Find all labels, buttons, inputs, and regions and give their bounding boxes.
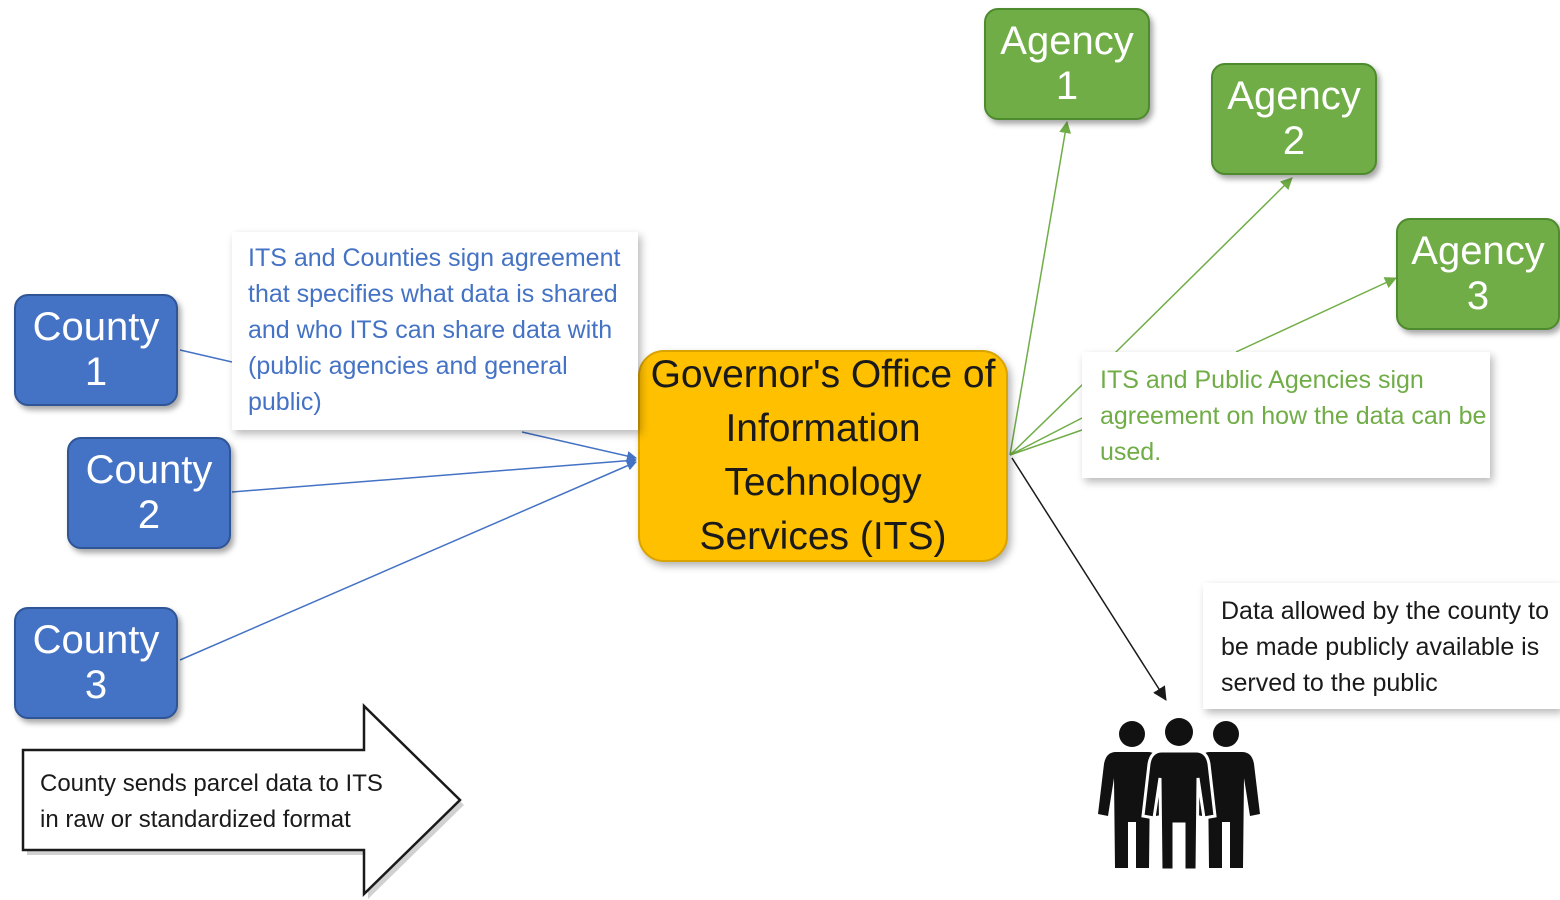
county-3-number: 3 <box>84 663 108 707</box>
its-line-2: Information <box>725 407 921 451</box>
agency-agreement-note: ITS and Public Agencies sign agreement o… <box>1082 352 1490 478</box>
county-3-label: County <box>32 618 160 663</box>
agency-1-number: 1 <box>1055 64 1079 108</box>
county-1-box: County 1 <box>14 294 178 406</box>
agency-agreement-line-1: ITS and Public Agencies sign <box>1100 366 1424 394</box>
county-agreement-line-3: and who ITS can share data with <box>248 316 613 344</box>
agency-2-number: 2 <box>1282 119 1306 163</box>
connector-its-to-agency-3 <box>1009 417 1083 456</box>
agency-2-box: Agency 2 <box>1211 63 1377 175</box>
connector-county-1-to-its-lower <box>521 431 637 461</box>
agency-agreement-line-2: agreement on how the data can be <box>1100 402 1487 430</box>
connector-its-to-public <box>1011 457 1167 701</box>
county-2-number: 2 <box>137 493 161 537</box>
connector-its-to-agency-mid <box>1009 429 1083 456</box>
its-line-4: Services (ITS) <box>699 514 947 558</box>
agency-3-box: Agency 3 <box>1396 218 1560 330</box>
connector-its-to-agency-2-upper <box>1117 177 1293 351</box>
public-data-line-3: served to the public <box>1221 669 1438 697</box>
people-group-icon <box>1098 718 1260 870</box>
its-line-3: Technology <box>724 461 922 504</box>
county-agreement-line-4: (public agencies and general <box>248 352 568 380</box>
connector-its-to-agency-3-upper <box>1235 277 1397 353</box>
agency-agreement-line-3: used. <box>1100 438 1162 466</box>
county-agreement-note: ITS and Counties sign agreement that spe… <box>232 232 638 430</box>
flow-arrow-text: County sends parcel data to ITS in raw o… <box>40 766 383 838</box>
agency-2-label: Agency <box>1227 74 1361 119</box>
county-2-box: County 2 <box>67 437 231 549</box>
county-1-label: County <box>32 305 160 350</box>
county-agreement-line-1: ITS and Counties sign agreement <box>248 244 621 272</box>
agency-1-box: Agency 1 <box>984 8 1150 120</box>
county-agreement-line-5: public) <box>248 388 322 416</box>
its-box: Governor's Office of Information Technol… <box>638 350 1008 562</box>
county-3-box: County 3 <box>14 607 178 719</box>
connector-county-2-to-its <box>231 455 637 493</box>
flow-arrow-line-1: County sends parcel data to ITS <box>40 770 383 797</box>
flow-arrow-line-2: in raw or standardized format <box>40 806 351 833</box>
connector-its-to-agency-1 <box>1009 121 1072 456</box>
county-agreement-line-2: that specifies what data is shared <box>248 280 618 308</box>
connector-county-1-to-its <box>179 349 233 363</box>
public-data-line-2: be made publicly available is <box>1221 633 1540 661</box>
county-2-label: County <box>85 448 213 493</box>
agency-1-label: Agency <box>1000 19 1134 64</box>
agency-3-number: 3 <box>1466 274 1490 318</box>
public-data-note: Data allowed by the county to be made pu… <box>1203 583 1560 709</box>
its-line-1: Governor's Office of <box>650 353 996 397</box>
agency-3-label: Agency <box>1411 229 1545 274</box>
county-1-number: 1 <box>84 350 108 394</box>
connector-county-3-to-its <box>179 460 637 661</box>
public-data-line-1: Data allowed by the county to <box>1221 597 1549 625</box>
flow-arrow-shape <box>21 703 464 899</box>
